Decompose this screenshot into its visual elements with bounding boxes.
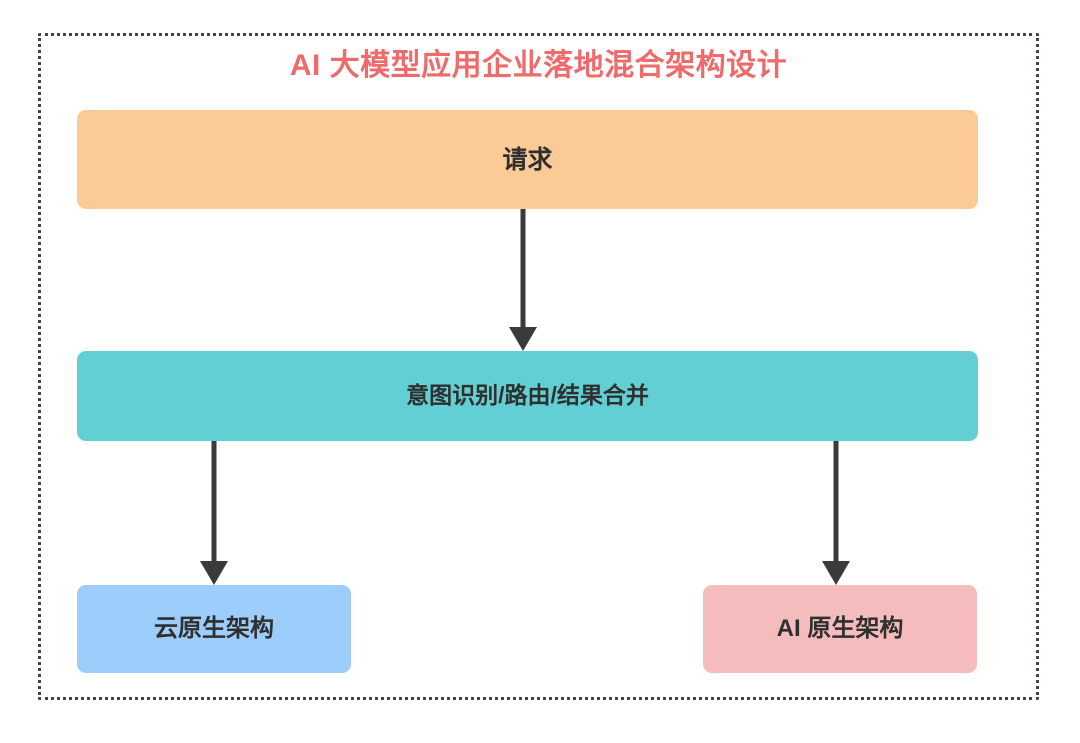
- arrow-line: [833, 441, 839, 561]
- arrow-line: [211, 441, 217, 561]
- node-cloud-native[interactable]: 云原生架构: [77, 585, 351, 673]
- node-router-label: 意图识别/路由/结果合并: [406, 382, 649, 409]
- arrow-router-to-cloud-native: [199, 441, 229, 585]
- arrow-head-icon: [200, 561, 228, 585]
- arrow-line: [520, 209, 526, 327]
- diagram-title: AI 大模型应用企业落地混合架构设计: [289, 49, 788, 82]
- node-request[interactable]: 请求: [77, 110, 978, 209]
- node-ai-native-label: AI 原生架构: [776, 614, 904, 642]
- node-request-label: 请求: [502, 145, 553, 174]
- diagram-dotted-frame: [38, 33, 1039, 700]
- node-router[interactable]: 意图识别/路由/结果合并: [77, 351, 978, 441]
- node-cloud-native-label: 云原生架构: [154, 614, 274, 642]
- node-ai-native[interactable]: AI 原生架构: [703, 585, 977, 673]
- arrow-request-to-router: [508, 209, 538, 351]
- arrow-head-icon: [822, 561, 850, 585]
- arrow-head-icon: [509, 327, 537, 351]
- arrow-router-to-ai-native: [821, 441, 851, 585]
